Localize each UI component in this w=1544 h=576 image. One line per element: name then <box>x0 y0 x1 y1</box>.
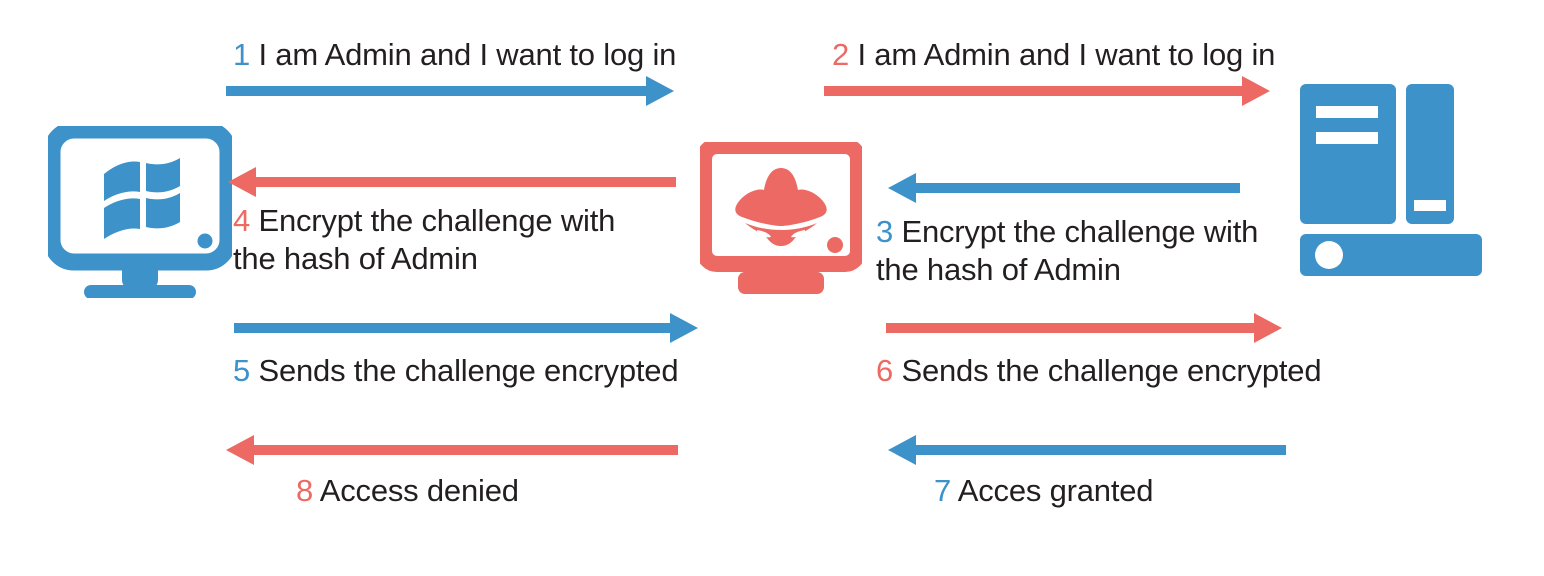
message-number-1: 1 <box>233 37 251 72</box>
arrow-step-1 <box>226 75 676 107</box>
message-label-7: 7 Acces granted <box>934 472 1154 510</box>
arrow-step-6 <box>886 312 1284 344</box>
arrow-step-8 <box>226 434 678 466</box>
message-number-8: 8 <box>296 473 314 508</box>
message-text-8: Access denied <box>319 473 519 508</box>
message-label-1: 1 I am Admin and I want to log in <box>233 36 676 74</box>
message-label-4: 4 Encrypt the challenge with the hash of… <box>233 202 615 278</box>
message-text-4: Encrypt the challenge with the hash of A… <box>233 203 616 276</box>
arrow-step-4 <box>228 166 676 198</box>
message-text-7: Acces granted <box>957 473 1154 508</box>
message-text-3: Encrypt the challenge with the hash of A… <box>876 214 1259 287</box>
message-text-6: Sends the challenge encrypted <box>901 353 1322 388</box>
message-number-2: 2 <box>832 37 850 72</box>
client-windows-monitor-icon <box>48 126 232 298</box>
message-number-3: 3 <box>876 214 894 249</box>
message-number-5: 5 <box>233 353 251 388</box>
message-number-6: 6 <box>876 353 894 388</box>
message-label-3: 3 Encrypt the challenge with the hash of… <box>876 213 1258 289</box>
message-label-2: 2 I am Admin and I want to log in <box>832 36 1275 74</box>
message-text-1: I am Admin and I want to log in <box>258 37 677 72</box>
arrow-step-3 <box>888 172 1240 204</box>
message-text-5: Sends the challenge encrypted <box>258 353 679 388</box>
message-label-5: 5 Sends the challenge encrypted <box>233 352 679 390</box>
message-text-2: I am Admin and I want to log in <box>857 37 1276 72</box>
arrow-step-7 <box>888 434 1286 466</box>
message-number-4: 4 <box>233 203 251 238</box>
server-icon <box>1300 84 1508 292</box>
message-label-6: 6 Sends the challenge encrypted <box>876 352 1322 390</box>
arrow-step-5 <box>234 312 700 344</box>
attacker-spy-monitor-icon <box>700 142 862 294</box>
message-number-7: 7 <box>934 473 952 508</box>
message-label-8: 8 Access denied <box>296 472 519 510</box>
arrow-step-2 <box>824 75 1272 107</box>
